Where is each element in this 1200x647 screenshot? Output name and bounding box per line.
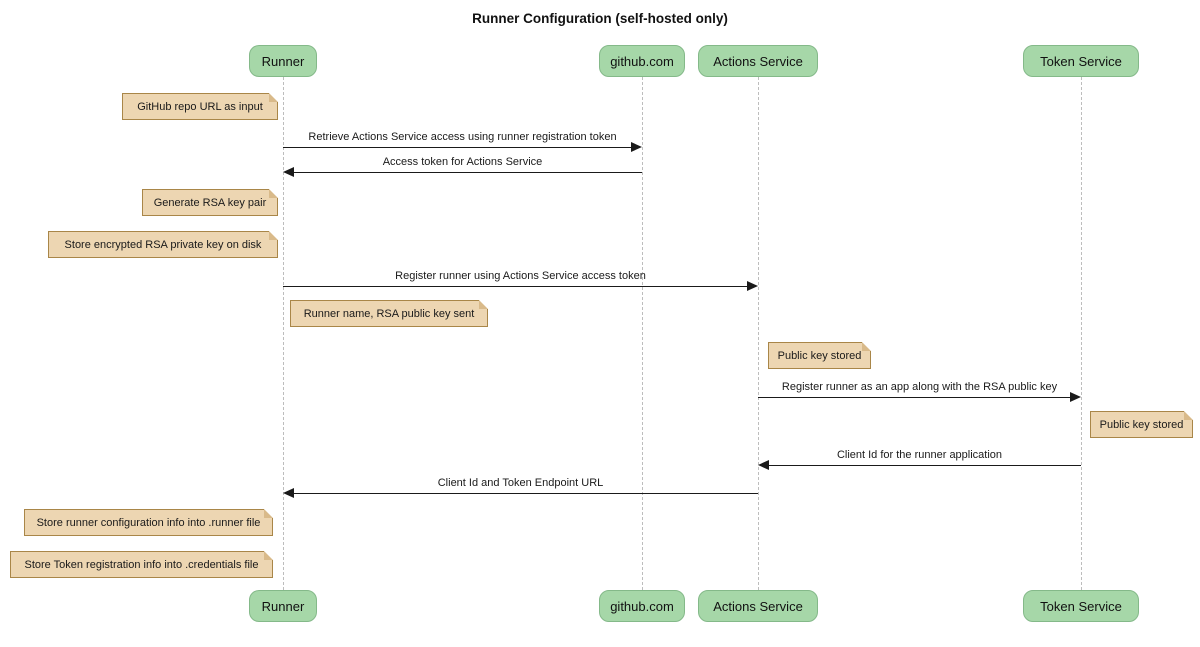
message-line bbox=[288, 172, 642, 173]
note-fold-corner-icon bbox=[862, 342, 871, 351]
arrowhead-right-icon bbox=[1070, 392, 1081, 402]
note-fold-corner-icon bbox=[264, 509, 273, 518]
message-label: Register runner using Actions Service ac… bbox=[395, 270, 646, 282]
note-label: Generate RSA key pair bbox=[153, 196, 267, 209]
note-label: GitHub repo URL as input bbox=[137, 100, 263, 113]
actor-github-bottom: github.com bbox=[599, 590, 685, 622]
note-fold-corner-icon bbox=[1184, 411, 1193, 420]
arrowhead-right-icon bbox=[631, 142, 642, 152]
message-label: Access token for Actions Service bbox=[382, 156, 543, 168]
message-line bbox=[283, 147, 637, 148]
note-public-key-stored-actions: Public key stored bbox=[768, 342, 871, 369]
note-fold-corner-icon bbox=[269, 93, 278, 102]
note-github-repo-url: GitHub repo URL as input bbox=[122, 93, 278, 120]
actor-token-service-bottom: Token Service bbox=[1023, 590, 1139, 622]
actor-runner-top: Runner bbox=[249, 45, 317, 77]
note-fold-corner-icon bbox=[269, 231, 278, 240]
arrowhead-left-icon bbox=[283, 488, 294, 498]
note-label: Store Token registration info into .cred… bbox=[24, 558, 259, 571]
lifeline-runner bbox=[283, 77, 284, 590]
lifeline-actions-service bbox=[758, 77, 759, 590]
note-label: Store runner configuration info into .ru… bbox=[36, 516, 261, 529]
note-label: Store encrypted RSA private key on disk bbox=[64, 238, 262, 251]
message-line bbox=[288, 493, 758, 494]
arrowhead-left-icon bbox=[283, 167, 294, 177]
note-fold-corner-icon bbox=[264, 551, 273, 560]
diagram-title: Runner Configuration (self-hosted only) bbox=[472, 11, 728, 26]
note-runner-name-sent: Runner name, RSA public key sent bbox=[290, 300, 488, 327]
message-line bbox=[763, 465, 1081, 466]
note-store-private-key: Store encrypted RSA private key on disk bbox=[48, 231, 278, 258]
message-label: Retrieve Actions Service access using ru… bbox=[308, 131, 617, 143]
message-line bbox=[758, 397, 1076, 398]
lifeline-github bbox=[642, 77, 643, 590]
message-label: Register runner as an app along with the… bbox=[781, 381, 1058, 393]
actor-runner-bottom: Runner bbox=[249, 590, 317, 622]
note-label: Public key stored bbox=[777, 349, 862, 362]
note-label: Public key stored bbox=[1099, 418, 1184, 431]
note-store-credentials-file: Store Token registration info into .cred… bbox=[10, 551, 273, 578]
actor-token-service-top: Token Service bbox=[1023, 45, 1139, 77]
message-label: Client Id and Token Endpoint URL bbox=[437, 477, 604, 489]
note-generate-rsa: Generate RSA key pair bbox=[142, 189, 278, 216]
message-line bbox=[283, 286, 753, 287]
actor-actions-service-bottom: Actions Service bbox=[698, 590, 818, 622]
note-fold-corner-icon bbox=[479, 300, 488, 309]
lifeline-token-service bbox=[1081, 77, 1082, 590]
arrowhead-right-icon bbox=[747, 281, 758, 291]
arrowhead-left-icon bbox=[758, 460, 769, 470]
note-store-runner-file: Store runner configuration info into .ru… bbox=[24, 509, 273, 536]
note-public-key-stored-token: Public key stored bbox=[1090, 411, 1193, 438]
note-label: Runner name, RSA public key sent bbox=[303, 307, 475, 320]
actor-github-top: github.com bbox=[599, 45, 685, 77]
message-label: Client Id for the runner application bbox=[836, 449, 1003, 461]
actor-actions-service-top: Actions Service bbox=[698, 45, 818, 77]
note-fold-corner-icon bbox=[269, 189, 278, 198]
